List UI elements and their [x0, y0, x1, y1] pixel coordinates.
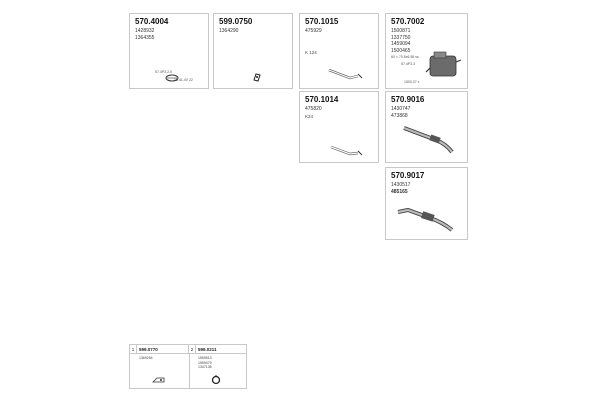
- reference-list: 475929: [305, 28, 322, 35]
- accessory-table-header: 1 599.0770 2 599.0211: [130, 345, 246, 354]
- exhaust-pipe-illustration: [403, 126, 454, 154]
- accessory-refs: 1559513 1559479 1347136: [198, 356, 212, 370]
- clamp-ring-illustration: [211, 375, 221, 385]
- part-note: 18.41.4V 22: [174, 78, 193, 82]
- part-number: 570.4004: [135, 17, 169, 26]
- part-card-570-4004[interactable]: 570.4004 1428932 1364355 57.4P3.2.5 18.4…: [129, 13, 209, 89]
- part-number: 570.9016: [391, 95, 425, 104]
- reference-list: 1430517 485165: [391, 182, 410, 195]
- reference-list: 1364290: [219, 28, 238, 35]
- row-index: 1: [130, 345, 137, 353]
- part-note: 57.4P3.3: [401, 62, 416, 66]
- part-note: 1500.37 x: [404, 80, 420, 84]
- part-card-599-0750[interactable]: 599.0750 1364290: [213, 13, 293, 89]
- part-card-570-1015[interactable]: 570.1015 475929 K 124: [299, 13, 379, 89]
- part-card-570-1014[interactable]: 570.1014 475820 K24: [299, 91, 379, 163]
- reference: 1430517: [391, 182, 411, 188]
- part-code: K 124: [305, 50, 317, 55]
- muffler-illustration: [425, 51, 462, 77]
- clamp-illustration: [165, 74, 179, 82]
- part-number: 570.1015: [305, 17, 339, 26]
- reference: 1430747: [391, 106, 411, 112]
- reference: 1459094: [391, 41, 411, 47]
- reference: 1347136: [198, 365, 212, 369]
- part-number: 570.1014: [305, 95, 339, 104]
- reference: 475820: [305, 106, 322, 112]
- exhaust-pipe-illustration: [397, 207, 454, 232]
- row-index: 2: [189, 345, 196, 353]
- reference-list: 1500871 1337750 1459094 1500465: [391, 28, 410, 54]
- divider: [189, 353, 190, 389]
- part-card-570-7002[interactable]: 570.7002 1500871 1337750 1459094 1500465…: [385, 13, 468, 89]
- reference: 1369254: [139, 356, 153, 360]
- reference: 1500465: [391, 47, 411, 54]
- bolt-illustration: [152, 377, 165, 383]
- pipe-illustration: [328, 68, 363, 80]
- reference: 1337750: [391, 34, 411, 41]
- part-number: 599.0750: [219, 17, 253, 26]
- bracket-illustration: [253, 73, 261, 82]
- reference-list: 1428932 1364355: [135, 28, 154, 41]
- accessory-part-number[interactable]: 599.0211: [198, 346, 217, 352]
- part-card-570-9017[interactable]: 570.9017 1430517 485165: [385, 167, 468, 240]
- reference: 473868: [391, 112, 408, 119]
- reference: 1500871: [391, 28, 411, 34]
- reference: 1364355: [135, 34, 155, 41]
- reference: 1428932: [135, 28, 155, 34]
- reference: 1559513: [198, 356, 212, 360]
- part-note: 57.4P3.2.5: [155, 70, 172, 74]
- accessory-part-number[interactable]: 599.0770: [137, 345, 189, 353]
- reference: 1559479: [198, 360, 212, 365]
- part-number: 570.7002: [391, 17, 425, 26]
- pipe-illustration: [330, 145, 363, 156]
- accessory-refs: 1369254: [139, 356, 153, 361]
- reference-list: 475820: [305, 106, 322, 113]
- reference-bold: 485165: [391, 188, 408, 195]
- part-number: 570.9017: [391, 171, 425, 180]
- part-note: 60 × 70.8x6 58 ss: [391, 55, 419, 59]
- reference: 1364290: [219, 28, 239, 34]
- reference-list: 1430747 473868: [391, 106, 410, 119]
- part-card-570-9016[interactable]: 570.9016 1430747 473868: [385, 91, 468, 163]
- reference: 475929: [305, 28, 322, 34]
- accessory-table: 1 599.0770 2 599.0211 1369254 1559513 15…: [129, 344, 247, 389]
- part-code: K24: [305, 114, 314, 119]
